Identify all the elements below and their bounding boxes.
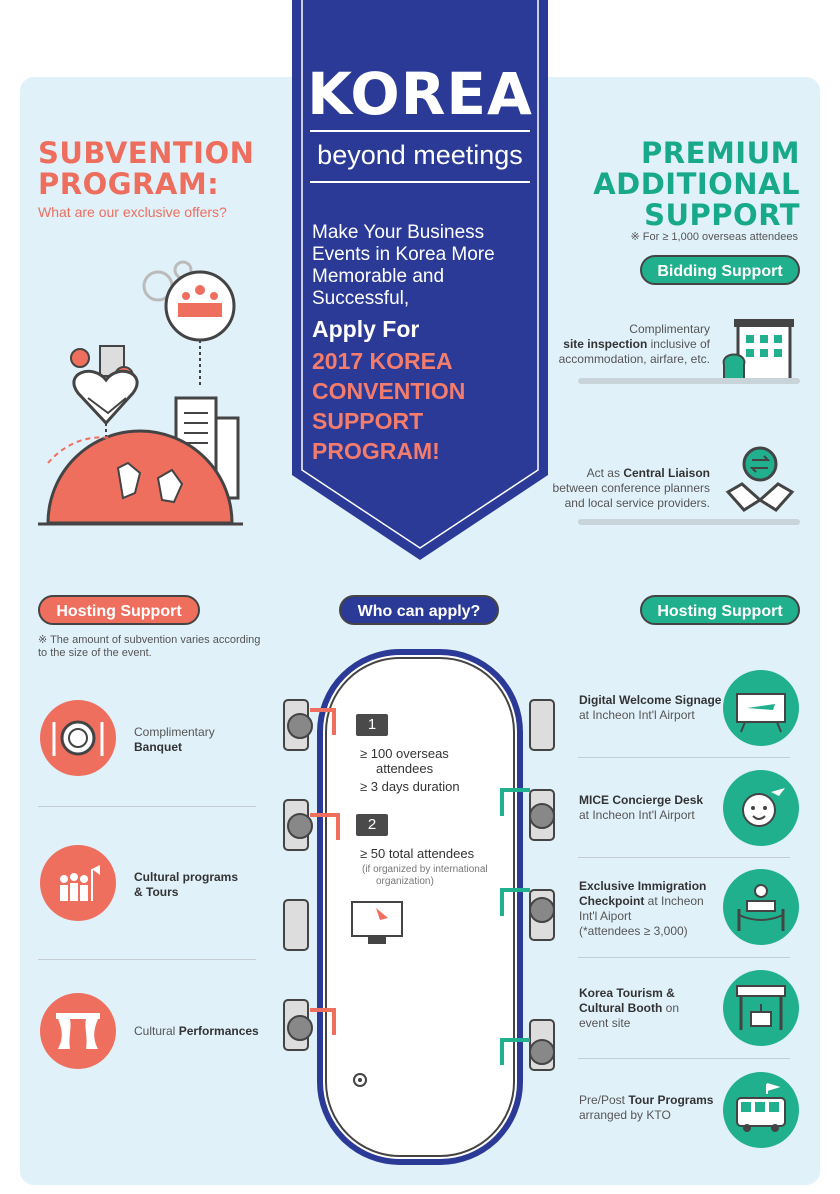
site-inspection-line: Complimentary (629, 322, 710, 336)
globe-business-illustration (38, 260, 243, 526)
premium-note: ※ For ≥ 1,000 overseas attendees (630, 231, 798, 243)
banner-subtitle: beyond meetings (317, 140, 523, 170)
central-liaison-line: between conference planners (552, 481, 710, 495)
criteria-2-line-c: organization) (376, 876, 434, 887)
tour-programs-plain: arranged by KTO (579, 1108, 671, 1122)
banner-divider-top (310, 130, 530, 132)
premium-heading-line: SUPPORT (644, 198, 800, 232)
tourism-booth-bold: Cultural Booth (579, 1001, 663, 1015)
left-divider-2 (38, 959, 256, 960)
site-inspection-line: accommodation, airfare, etc. (558, 352, 710, 366)
tourism-booth-plain: on (662, 1001, 680, 1015)
subvention-heading-line: SUBVENTION (38, 136, 255, 170)
immigration-text: Exclusive Immigration Checkpoint at Inch… (579, 879, 706, 939)
who-can-apply-label: Who can apply? (339, 595, 499, 625)
bidding-divider-2 (578, 519, 800, 525)
premium-heading: PREMIUM ADDITIONAL SUPPORT (593, 138, 800, 231)
tour-programs-bold: Tour Programs (628, 1093, 714, 1107)
cultural-programs-bold: Cultural programs (134, 870, 239, 884)
criteria-2-line-b: (if organized by international (362, 864, 488, 875)
banquet-icon (40, 700, 116, 776)
concierge-text: MICE Concierge Desk at Incheon Int'l Air… (579, 793, 703, 823)
immigration-bold: Exclusive Immigration (579, 879, 707, 893)
hosting-support-left-label: Hosting Support (38, 595, 200, 625)
banner-apply: Apply For (312, 316, 420, 342)
immigration-plain: at Incheon (644, 894, 704, 908)
right-divider-3 (578, 957, 790, 958)
central-liaison-pre: Act as (586, 466, 624, 480)
right-divider-1 (578, 757, 790, 758)
banner-program-line: SUPPORT (312, 408, 424, 434)
performances-plain: Cultural (134, 1024, 179, 1038)
tour-programs-text: Pre/Post Tour Programs arranged by KTO (579, 1093, 713, 1123)
concierge-plain: at Incheon Int'l Airport (579, 808, 695, 822)
tourism-booth-plain: event site (579, 1016, 631, 1030)
hotel-money-icon (722, 319, 794, 383)
tourism-booth-text: Korea Tourism & Cultural Booth on event … (579, 986, 679, 1031)
cultural-programs-bold: & Tours (134, 885, 179, 899)
banner-title: KOREA (307, 60, 533, 128)
concierge-bold: MICE Concierge Desk (579, 793, 704, 807)
cultural-performances-text: Cultural Performances (134, 1024, 259, 1039)
site-inspection-rest: inclusive of (647, 337, 710, 351)
banner-program: 2017 KOREA CONVENTION SUPPORT PROGRAM! (312, 346, 532, 466)
immigration-bold: Checkpoint (579, 894, 645, 908)
subvention-subtitle: What are our exclusive offers? (38, 204, 227, 220)
subvention-heading-line: PROGRAM: (38, 167, 220, 201)
central-liaison-line: and local service providers. (564, 496, 710, 510)
immigration-note: (*attendees ≥ 3,000) (579, 924, 688, 938)
tour-programs-plain: Pre/Post (579, 1093, 629, 1107)
bidding-divider-1 (578, 378, 800, 384)
welcome-signage-bold: Digital Welcome Signage (579, 693, 722, 707)
subvention-note: ※ The amount of subvention varies accord… (38, 634, 261, 659)
meeting-table-illustration (283, 649, 555, 1165)
banner-program-line: 2017 KOREA (312, 348, 453, 374)
site-inspection-text: Complimentary site inspection inclusive … (490, 322, 710, 367)
subvention-heading: SUBVENTION PROGRAM: (38, 138, 254, 200)
banquet-plain: Complimentary (134, 725, 215, 739)
criteria-1-line-b: attendees (376, 761, 434, 776)
criteria-1-number: 1 (356, 714, 388, 736)
welcome-signage-text: Digital Welcome Signage at Incheon Int'l… (579, 693, 721, 723)
central-liaison-text: Act as Central Liaison between conferenc… (470, 466, 710, 511)
tourism-booth-bold: Korea Tourism & (579, 986, 675, 1000)
checkpoint-icon (723, 869, 799, 945)
criteria-1-line-c: ≥ 3 days duration (360, 779, 460, 794)
right-divider-2 (578, 857, 790, 858)
banner-divider-bottom (310, 181, 530, 183)
banquet-bold: Banquet (134, 740, 182, 754)
site-inspection-bold: site inspection (563, 337, 648, 351)
welcome-signage-plain: at Incheon Int'l Airport (579, 708, 695, 722)
premium-heading-line: PREMIUM (641, 136, 800, 170)
right-divider-4 (578, 1058, 790, 1059)
handshake-liaison-icon (725, 446, 795, 512)
booth-icon (723, 970, 799, 1046)
bidding-support-label: Bidding Support (640, 255, 800, 285)
central-liaison-bold: Central Liaison (623, 466, 710, 480)
criteria-2-number: 2 (356, 814, 388, 836)
immigration-plain: Int'l Aiport (579, 909, 632, 923)
left-divider-1 (38, 806, 256, 807)
airplane-sign-icon (723, 670, 799, 746)
tour-group-icon (40, 845, 116, 921)
banquet-text: Complimentary Banquet (134, 725, 215, 755)
title-banner: KOREA beyond meetings Make Your Business… (292, 0, 548, 560)
banner-program-line: CONVENTION (312, 378, 466, 404)
criteria-2-line-a: ≥ 50 total attendees (360, 846, 475, 861)
premium-heading-line: ADDITIONAL (593, 167, 800, 201)
concierge-icon (723, 770, 799, 846)
cultural-programs-text: Cultural programs & Tours (134, 870, 238, 900)
banner-program-line: PROGRAM! (312, 438, 440, 464)
banner-intro: Make Your Business Events in Korea More … (312, 222, 495, 309)
bus-icon (723, 1072, 799, 1148)
performances-bold: Performances (178, 1024, 259, 1038)
banner-shape (292, 0, 548, 560)
hosting-support-right-label: Hosting Support (640, 595, 800, 625)
criteria-1-line-a: ≥ 100 overseas (360, 746, 449, 761)
stage-curtain-icon (40, 993, 116, 1069)
